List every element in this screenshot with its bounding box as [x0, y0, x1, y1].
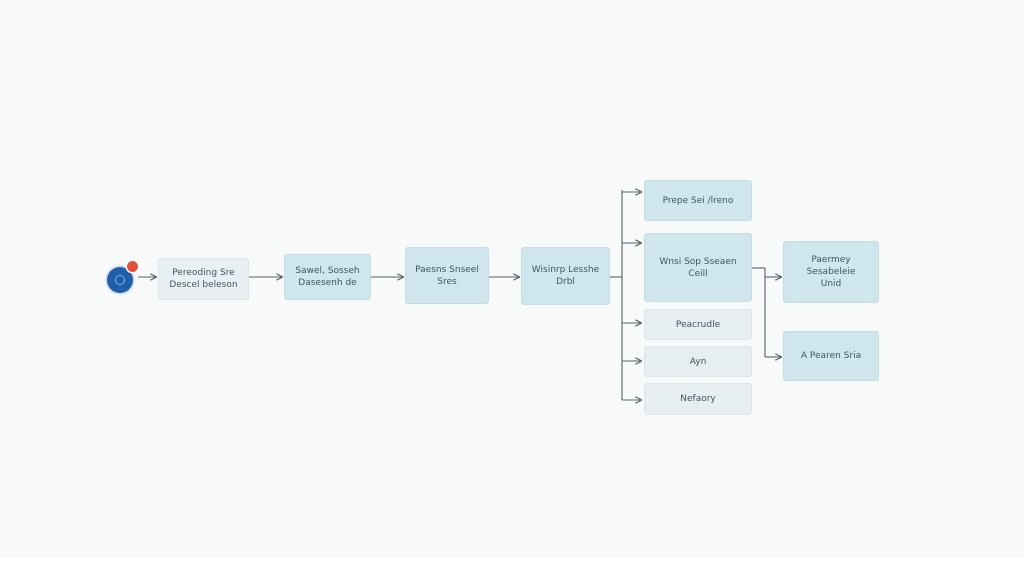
- process-node-3[interactable]: Paesns Snseel Sres: [405, 247, 489, 304]
- branch-node-1[interactable]: Prepe Sei /lreno: [644, 180, 752, 221]
- branch-node-5[interactable]: Nefaory: [644, 383, 752, 415]
- process-node-1[interactable]: Pereoding Sre Descel beleson: [158, 258, 249, 300]
- start-node[interactable]: [107, 267, 133, 293]
- process-node-2[interactable]: Sawel, Sosseh Dasesenh de: [284, 254, 371, 300]
- notification-badge: [127, 261, 138, 272]
- process-node-4[interactable]: Wisinrp Lesshe Drbl: [521, 247, 610, 305]
- outcome-node-2[interactable]: A Pearen Sria: [783, 331, 879, 381]
- branch-node-3[interactable]: Peacrudle: [644, 309, 752, 340]
- branch-node-2[interactable]: Wnsi Sop Sseaen Ceill: [644, 233, 752, 302]
- start-node-icon: [115, 275, 125, 285]
- outcome-node-1[interactable]: Paermey Sesabeleie Unid: [783, 241, 879, 303]
- branch-node-4[interactable]: Ayn: [644, 346, 752, 377]
